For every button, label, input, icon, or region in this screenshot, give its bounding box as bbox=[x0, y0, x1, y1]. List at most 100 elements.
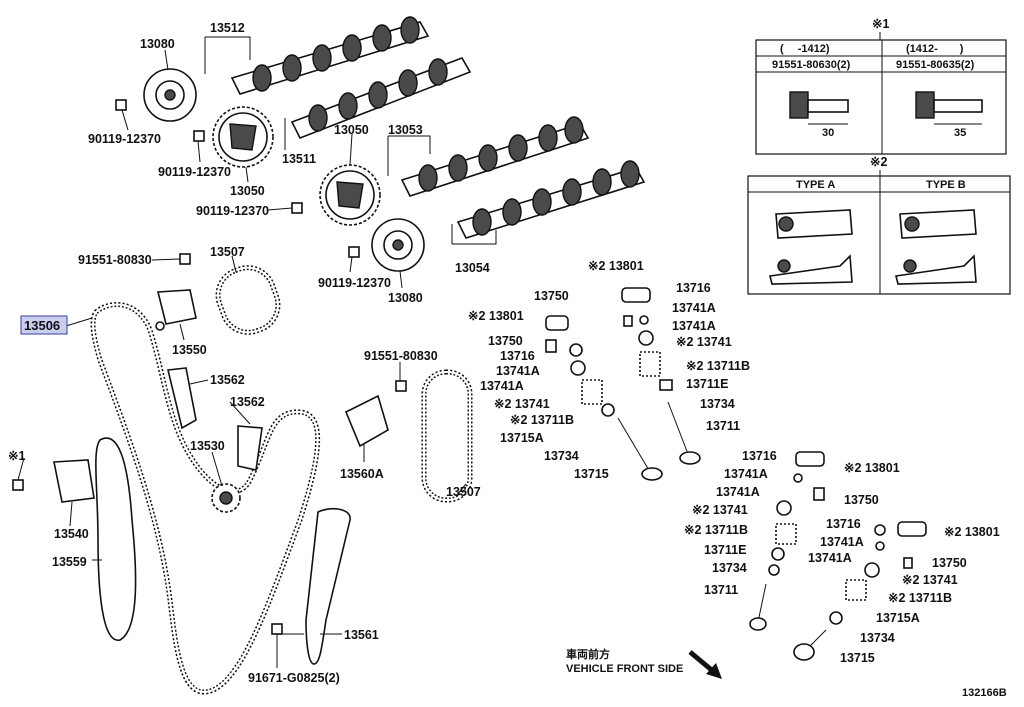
cam-sprocket-upper[interactable] bbox=[212, 106, 274, 168]
label-90119-d: 90119-12370 bbox=[318, 276, 391, 290]
label-13512: 13512 bbox=[210, 21, 245, 35]
note2-type-b: TYPE B bbox=[926, 179, 966, 191]
label-90119-c: 90119-12370 bbox=[196, 204, 269, 218]
chain-damper-13561[interactable] bbox=[305, 507, 351, 665]
valve-labels-b: ※2 13801 13750 13716 13741A 13741A ※2 13… bbox=[534, 259, 750, 433]
label-va-13716: 13716 bbox=[500, 349, 535, 363]
camshaft-upper-left[interactable] bbox=[230, 16, 430, 95]
valve-labels-d: 13716 13741A 13741A 13750 ※2 13741 ※2 13… bbox=[808, 517, 1000, 665]
label-13054: 13054 bbox=[455, 261, 490, 275]
tensioner-13540[interactable] bbox=[53, 459, 95, 503]
direction-jp: 車両前方 bbox=[566, 647, 610, 661]
valve-train-group-c[interactable] bbox=[749, 451, 825, 631]
label-va-13741a-b: 13741A bbox=[480, 379, 524, 393]
label-va-13741: ※2 13741 bbox=[494, 397, 550, 411]
vvt-gear-upper[interactable] bbox=[143, 68, 197, 122]
direction-en: VEHICLE FRONT SIDE bbox=[566, 663, 683, 675]
label-vd-13741a-a: 13741A bbox=[820, 535, 864, 549]
valve-train-group-b[interactable] bbox=[621, 287, 701, 465]
label-13530: 13530 bbox=[190, 439, 225, 453]
camshaft-upper-right[interactable] bbox=[290, 57, 472, 140]
label-vd-13711b: ※2 13711B bbox=[888, 591, 952, 605]
label-vc-13750: 13750 bbox=[844, 493, 879, 507]
label-vc-13741: ※2 13741 bbox=[692, 503, 748, 517]
secondary-chain-lower[interactable] bbox=[421, 369, 473, 503]
note2-type-a: TYPE A bbox=[796, 179, 835, 191]
label-13053: 13053 bbox=[388, 123, 423, 137]
bolt-35-icon bbox=[915, 91, 983, 125]
valve-train-group-d[interactable] bbox=[793, 521, 927, 661]
chain-guide-13562-b[interactable] bbox=[237, 425, 263, 471]
label-vb-13750: 13750 bbox=[534, 289, 569, 303]
label-vc-13734: 13734 bbox=[712, 561, 747, 575]
label-91671: 91671-G0825(2) bbox=[248, 671, 340, 685]
label-vd-13741a-b: 13741A bbox=[808, 551, 852, 565]
crank-sprocket[interactable] bbox=[211, 483, 241, 513]
timing-chain[interactable] bbox=[90, 302, 321, 695]
camshaft-lower-right[interactable] bbox=[456, 160, 646, 239]
label-va-13741a-a: 13741A bbox=[496, 364, 540, 378]
arrow-down-right-icon bbox=[688, 650, 722, 679]
camshaft-lower-left[interactable] bbox=[400, 116, 590, 197]
label-vc-13801: ※2 13801 bbox=[844, 461, 900, 475]
label-13511: 13511 bbox=[282, 152, 316, 166]
label-vd-13750: 13750 bbox=[932, 556, 967, 570]
secondary-chain-upper[interactable] bbox=[211, 260, 286, 339]
valve-labels-c: 13716 13741A 13741A ※2 13741 ※2 13711B 1… bbox=[684, 449, 900, 597]
leader-lines bbox=[17, 36, 497, 668]
label-13506[interactable]: 13506 bbox=[24, 318, 60, 333]
part-labels: 13512 13080 90119-12370 90119-12370 1305… bbox=[8, 21, 490, 685]
label-vb-13801: ※2 13801 bbox=[588, 259, 644, 273]
figure-code: 132166B bbox=[962, 687, 1007, 699]
note1-col1-dim: 30 bbox=[822, 127, 834, 139]
label-13050-mid: 13050 bbox=[334, 123, 369, 137]
label-vd-13734: 13734 bbox=[860, 631, 895, 645]
highlight-box bbox=[20, 315, 68, 335]
label-va-13711b: ※2 13711B bbox=[510, 413, 574, 427]
label-90119-b: 90119-12370 bbox=[158, 165, 231, 179]
chain-slipper-13559[interactable] bbox=[95, 437, 137, 641]
chain-tensioner-13550[interactable] bbox=[155, 289, 197, 331]
label-13540: 13540 bbox=[54, 527, 89, 541]
label-vd-13716: 13716 bbox=[826, 517, 861, 531]
label-vc-13741a-a: 13741A bbox=[724, 467, 768, 481]
note1-col1-header: ( -1412) bbox=[780, 43, 830, 55]
label-vd-13715a: 13715A bbox=[876, 611, 920, 625]
label-13562-a: 13562 bbox=[210, 373, 245, 387]
tensioner-13560a[interactable] bbox=[344, 394, 389, 448]
bolt-30-icon bbox=[789, 91, 849, 125]
label-91551-80830-a: 91551-80830 bbox=[78, 253, 152, 267]
label-13080-top: 13080 bbox=[140, 37, 175, 51]
note1-box: ※1 ( -1412) (1412- ) 91551-80630(2) 9155… bbox=[755, 17, 1007, 155]
label-vc-13711: 13711 bbox=[704, 583, 738, 597]
chain-guide-13562-a[interactable] bbox=[167, 367, 197, 430]
label-va-13734: 13734 bbox=[544, 449, 579, 463]
note2-box: ※2 TYPE A TYPE B bbox=[747, 155, 1011, 295]
label-vb-13734: 13734 bbox=[700, 397, 735, 411]
label-13080-mid: 13080 bbox=[388, 291, 423, 305]
label-va-13750: 13750 bbox=[488, 334, 523, 348]
label-91551-80830-b: 91551-80830 bbox=[364, 349, 438, 363]
label-va-13801: ※2 13801 bbox=[468, 309, 524, 323]
label-13507-bottom: 13507 bbox=[446, 485, 481, 499]
rocker-arm-type-b-icon bbox=[895, 209, 977, 285]
label-vc-13716: 13716 bbox=[742, 449, 777, 463]
label-vb-13711b: ※2 13711B bbox=[686, 359, 750, 373]
cam-sprocket-mid[interactable] bbox=[319, 164, 381, 226]
label-13507-top: 13507 bbox=[210, 245, 245, 259]
label-vb-13741: ※2 13741 bbox=[676, 335, 732, 349]
note2-mark: ※2 bbox=[870, 155, 887, 169]
vvt-gear-mid[interactable] bbox=[371, 218, 425, 272]
valve-train-group-a[interactable] bbox=[545, 315, 663, 481]
label-vb-13711: 13711 bbox=[706, 419, 740, 433]
label-vb-13741a-b: 13741A bbox=[672, 319, 716, 333]
note1-col2-dim: 35 bbox=[954, 127, 966, 139]
label-vd-13741: ※2 13741 bbox=[902, 573, 958, 587]
label-vb-13711e: 13711E bbox=[686, 377, 728, 391]
label-va-13715a: 13715A bbox=[500, 431, 544, 445]
label-vc-13711b: ※2 13711B bbox=[684, 523, 748, 537]
label-13559: 13559 bbox=[52, 555, 87, 569]
label-vd-13801: ※2 13801 bbox=[944, 525, 1000, 539]
label-13550: 13550 bbox=[172, 343, 207, 357]
